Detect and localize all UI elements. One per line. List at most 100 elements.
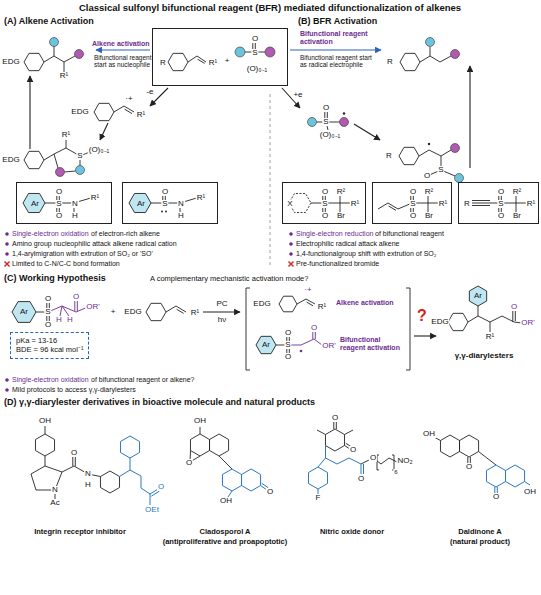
reaction-arrows-part xyxy=(290,49,381,50)
atom-label: R¹ xyxy=(59,72,69,80)
panel-b-structures-part xyxy=(317,111,340,130)
info-box: pKa = 13-16BDE = 96 kcal mol⁻¹ xyxy=(10,332,89,359)
panel-d-structures-part xyxy=(31,426,101,499)
atom-label: -e xyxy=(145,88,154,96)
panel-d-structures-part xyxy=(190,434,209,456)
atom-label: O xyxy=(161,188,169,196)
atom-label: EDG xyxy=(70,108,89,116)
atom-label: Ar xyxy=(136,200,146,208)
panel-d-structures-part xyxy=(317,422,353,449)
bullet-text: 1,4-functionalgroup shift with extrution… xyxy=(296,250,436,258)
atom-label: O xyxy=(44,321,52,329)
atom-label: OR' xyxy=(321,342,337,350)
atom-label: O xyxy=(284,329,292,337)
annotation-text: Alkene activation xyxy=(336,299,394,307)
panel-c-structures-part xyxy=(297,299,315,306)
atom-label: S xyxy=(55,200,62,208)
compound-caption: Daldinone A xyxy=(458,528,501,536)
atom-label: H xyxy=(71,212,79,220)
atom-label: N xyxy=(177,200,185,208)
atom-label: O xyxy=(157,483,165,491)
atom-label: O xyxy=(331,414,339,422)
panel-heading: (A) Alkene Activation xyxy=(4,17,94,27)
atom-label: OH xyxy=(523,488,537,496)
atom-label: Ar xyxy=(473,292,483,300)
bullet-text: Single-electron oxidation xyxy=(12,230,89,238)
info-text: pKa = 13-16 xyxy=(16,336,83,345)
atom-label: EDG xyxy=(123,308,142,316)
compound-caption: Cladosporol A xyxy=(200,528,251,536)
atom-label: R xyxy=(386,58,394,66)
bullet-markers xyxy=(5,232,293,392)
panel-a-structures-part xyxy=(129,193,151,212)
bullet-markers-part xyxy=(289,232,293,236)
panel-b-structures-part xyxy=(399,147,419,164)
bullet-text: 1,4-arylmigration with extrution of SO₂ … xyxy=(12,250,153,258)
atom-label: O xyxy=(55,212,63,220)
panel-d-structures-part xyxy=(460,435,479,457)
radical-dots-part xyxy=(428,143,430,145)
atom-label: O xyxy=(409,212,417,220)
compound-caption: γ,γ-diarylesters xyxy=(455,352,514,361)
atom-label: R¹ xyxy=(61,131,71,139)
highlighted-fragments xyxy=(120,436,531,505)
atom-label: S xyxy=(284,341,291,349)
bullet-text: Electrophilic radical attack alkene xyxy=(296,240,400,248)
bullet-text: Pre-functionalized bromide xyxy=(296,260,379,268)
structure-box: SOOR²R¹Br xyxy=(372,182,452,224)
cross-markers-part xyxy=(5,262,10,267)
bullet-text: of bifunctional reagent xyxy=(375,230,444,238)
atom-label: (O)₀₋₁ xyxy=(88,146,111,154)
bullet-markers-part xyxy=(5,252,9,256)
atom-label: O xyxy=(321,212,329,220)
radical-dots-part xyxy=(300,350,303,353)
figure-title: Classical sulfonyl bifunctional reagent … xyxy=(79,3,461,13)
highlighted-fragments-part xyxy=(228,483,268,497)
atom-label: R¹ xyxy=(190,309,200,317)
atom-label: O xyxy=(251,35,259,43)
substituent-circles-part xyxy=(308,118,317,127)
atom-label: O xyxy=(310,324,318,332)
atom-label: R xyxy=(385,152,393,160)
bullet-text: of electron-rich alkene xyxy=(91,230,160,238)
structure-box: ArSOONHR¹ xyxy=(16,182,112,224)
atom-label: ·+ xyxy=(124,95,133,103)
reaction-arrows-part xyxy=(100,123,108,140)
atom-label: N xyxy=(84,470,92,478)
panel-a-structures-part xyxy=(45,191,94,215)
substituent-circles xyxy=(50,38,464,183)
reaction-arrows-part xyxy=(96,49,150,50)
atom-label: ·+ xyxy=(303,286,312,294)
atom-label: S xyxy=(497,200,504,208)
annotation-text: Bifunctional reagent start as radical el… xyxy=(300,54,380,68)
atom-label: OEt xyxy=(144,506,160,514)
panel-c-structures-part xyxy=(48,300,88,316)
atom-label: F xyxy=(315,494,322,502)
reaction-arrows-part xyxy=(29,76,30,149)
lone-pair-dots xyxy=(161,211,167,213)
highlighted-fragments-part xyxy=(242,469,261,491)
substituent-circles-part xyxy=(76,166,85,175)
substituent-circles-part xyxy=(451,144,460,153)
bullet-text: Single-electron oxidation xyxy=(12,376,89,384)
atom-label: OH xyxy=(193,417,207,425)
atom-label: Br xyxy=(336,212,346,220)
atom-label: O xyxy=(497,188,505,196)
atom-label: + xyxy=(224,57,231,65)
atom-label: S xyxy=(76,152,83,160)
lone-pair-dots-part xyxy=(165,211,167,213)
bullet-markers-part xyxy=(289,242,293,246)
atom-label: R¹ xyxy=(90,194,100,202)
bullet-markers-part xyxy=(5,388,9,392)
atom-label: O xyxy=(72,293,80,301)
reaction-arrows-part xyxy=(354,124,380,140)
highlighted-fragments-part xyxy=(308,467,327,489)
highlighted-fragments-part xyxy=(120,436,139,458)
atom-label: R² xyxy=(336,188,346,196)
annotation-text: A complementary mechanistic activation m… xyxy=(150,275,308,283)
bullet-text: of bifunctional reagent or alkene? xyxy=(91,376,195,384)
atom-label: R¹ xyxy=(208,59,218,67)
atom-label: OR' xyxy=(85,303,101,311)
atom-label: OH xyxy=(38,417,52,425)
